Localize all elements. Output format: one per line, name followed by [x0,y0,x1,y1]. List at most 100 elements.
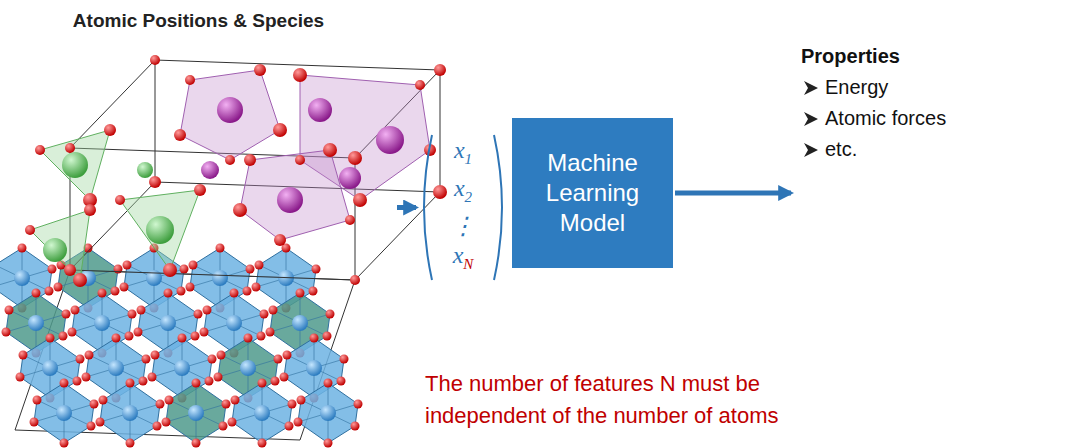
oxygen-atom [353,193,367,207]
polyhedron-face [40,130,110,200]
oxygen-sphere [191,332,200,341]
oxygen-sphere [126,379,135,388]
oxygen-atom [345,215,355,225]
green-atom [146,216,174,244]
structure-illustration: Atomic Positions & Species [2,6,395,258]
oxygen-atom [323,143,337,157]
oxygen-sphere [258,439,267,448]
oxygen-sphere [310,334,319,343]
octahedron-edge [232,404,292,422]
purple-atom [376,126,404,154]
octahedron-edge [0,265,49,291]
right-paren [494,135,502,280]
octahedron-edge [190,269,250,287]
oxygen-atom [150,55,160,65]
oxygen-sphere [71,306,80,315]
oxygen-atom [64,264,76,276]
feature-vector: x1x2⋮xN [420,132,506,283]
oxygen-sphere [296,289,305,298]
octahedron-edge [6,314,66,332]
oxygen-sphere [222,400,231,409]
oxygen-atom [194,184,206,196]
octahedron-edge [273,310,327,336]
cation-sphere [188,405,204,421]
cation-sphere [56,405,72,421]
oxygen-sphere [280,373,289,382]
oxygen-sphere [96,418,105,427]
octahedron-edge [221,355,275,381]
oxygen-sphere [294,418,303,427]
oxygen-atom [254,64,266,76]
oxygen-sphere [73,377,82,386]
oxygen-sphere [274,355,283,364]
octahedron-edge [9,310,63,336]
octahedron-face [298,383,358,443]
list-heading: Properties [795,45,1053,68]
oxygen-sphere [111,287,120,296]
purple-atom [308,98,332,122]
unit-cell [70,60,440,280]
oxygen-sphere [246,265,255,274]
cation-sphere [226,315,242,331]
oxygen-sphere [283,351,292,360]
octahedron-edge [193,265,247,291]
octahedron-edge [152,359,212,377]
oxygen-sphere [178,334,187,343]
oxygen-sphere [192,439,201,448]
model-label: Machine Learning Model [520,148,665,238]
octahedron-edge [141,310,195,336]
green-atom [43,238,67,262]
bullet-shape [804,112,818,126]
oxygen-sphere [123,261,132,270]
cation-sphere [160,315,176,331]
oxygen-sphere [98,289,107,298]
oxygen-sphere [177,287,186,296]
oxygen-sphere [200,328,209,337]
oxygen-sphere [203,306,212,315]
cell-edge [440,70,441,192]
octahedron-edge [75,310,129,336]
oxygen-atom [433,185,447,199]
oxygen-sphere [219,422,228,431]
vector-component: ⋮ [451,212,475,241]
octahedron-edge [72,314,132,332]
purple-atom [277,187,303,213]
oxygen-sphere [340,355,349,364]
oxygen-atom [73,273,87,287]
text-group: x1x2⋮xN [451,136,475,278]
oxygen-sphere [60,379,69,388]
octahedron-edge [100,404,160,422]
octahedron [30,379,99,448]
oxygen-sphere [148,373,157,382]
oxygen-atom [149,176,161,188]
purple-atom [217,97,243,123]
green-polyhedra [30,130,200,280]
oxygen-sphere [137,306,146,315]
octahedron-edge [138,314,198,332]
octahedron-face [166,383,226,443]
list-item: Atomic forces [795,107,1053,130]
bullet-arrow [803,111,819,127]
octahedron-edge [204,314,264,332]
octahedron-edge [166,404,226,422]
oxygen-sphere [324,379,333,388]
octahedron-edge [218,359,278,377]
left-paren [424,135,432,280]
list-item: Energy [795,76,1053,99]
cation-sphere [320,405,336,421]
green-atom [62,152,88,178]
oxygen-atom [348,151,362,165]
octahedron-edge [298,404,358,422]
oxygen-sphere [165,396,174,405]
oxygen-sphere [228,418,237,427]
oxygen-sphere [2,328,11,337]
oxygen-atom [35,145,45,155]
oxygen-sphere [125,332,134,341]
cation-sphere [254,405,270,421]
oxygen-atom [434,64,446,76]
octahedron-face [232,383,292,443]
octahedron-edge [287,355,341,381]
oxygen-sphere [252,283,261,292]
oxygen-sphere [271,377,280,386]
